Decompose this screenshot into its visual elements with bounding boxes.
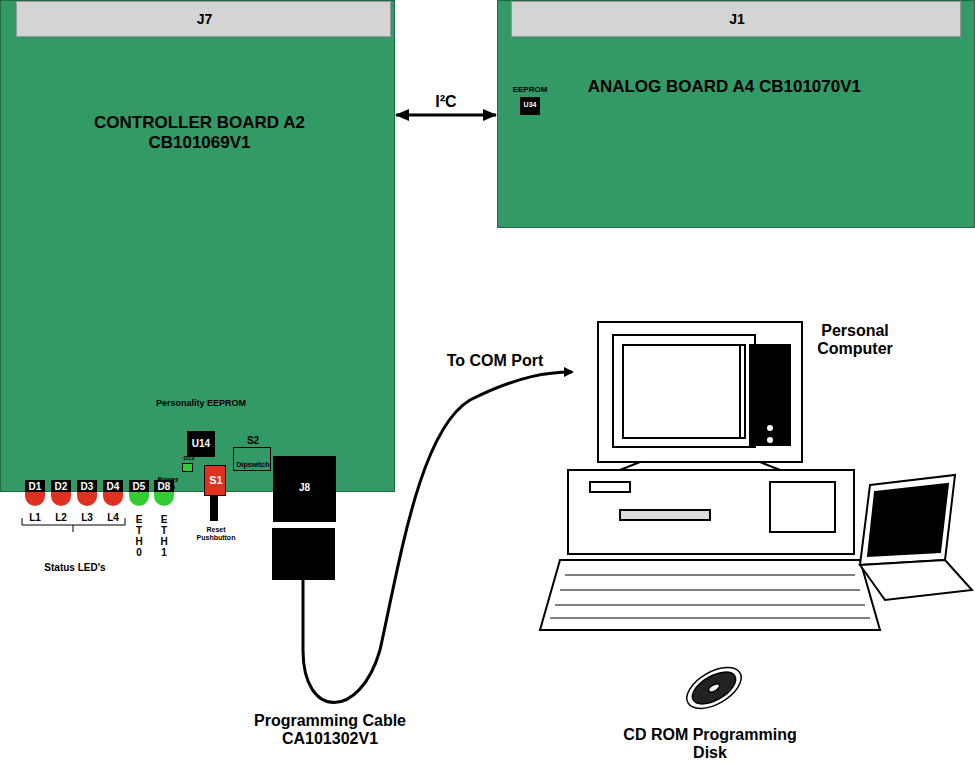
status-led: D3L3 <box>77 480 97 506</box>
pushbutton-stem <box>210 495 218 521</box>
eeprom-chip: EEPROMU34 <box>520 97 540 115</box>
dipswitch: S2Dipswitch <box>233 447 271 471</box>
node-caption: ETH1 <box>159 514 169 558</box>
connector: J1 <box>511 1 961 37</box>
status-led: D2L2 <box>51 480 71 506</box>
analog-board: ANALOG BOARD A4 CB101070V1J1EEPROMU34 <box>497 0 975 228</box>
node-label: J7 <box>17 11 392 27</box>
eeprom-chip: Personality EEPROMU14 <box>187 431 215 457</box>
connector: J8 <box>273 456 336 522</box>
cable-label: Programming Cable CA101302V1 <box>240 712 420 749</box>
power-led: D12Power LED <box>182 463 193 472</box>
cd-rom <box>680 659 748 717</box>
node-caption: U14 <box>187 438 215 450</box>
status-led: D4L4 <box>103 480 123 506</box>
node-label: J8 <box>273 482 336 494</box>
node-label: D8 <box>154 481 174 493</box>
node-caption: L4 <box>103 512 123 524</box>
bus-label: I²C <box>433 93 458 111</box>
node-label: EEPROM <box>508 85 552 94</box>
node-caption: L1 <box>25 512 45 524</box>
node-label: D5 <box>129 481 149 493</box>
device-label: Personal Computer <box>800 322 910 359</box>
node-caption: ETH0 <box>134 514 144 558</box>
node-label: J1 <box>512 11 962 27</box>
node-caption: L3 <box>77 512 97 524</box>
node-caption: Reset Pushbutton <box>189 526 243 542</box>
port-label: To COM Port <box>420 352 570 370</box>
node-label: CONTROLLER BOARD A2 CB101069V1 <box>67 113 332 152</box>
cable-plug <box>272 528 335 580</box>
node-label: D2 <box>51 481 71 493</box>
node-label: S1 <box>205 474 227 487</box>
bus-arrow <box>396 114 496 117</box>
node-label: D12 <box>180 455 198 462</box>
node-label: D4 <box>103 481 123 493</box>
group-label: Status LED's <box>30 562 120 574</box>
node-label: D3 <box>77 481 97 493</box>
node-label: ANALOG BOARD A4 CB101070V1 <box>586 77 862 97</box>
node-caption: U34 <box>520 101 540 109</box>
personal-computer <box>540 322 972 630</box>
disk-label: CD ROM Programming Disk <box>615 726 805 763</box>
controller-board: CONTROLLER BOARD A2 CB101069V1 J7Personal… <box>0 0 395 492</box>
status-led: D1L1 <box>25 480 45 506</box>
connector: J7 <box>16 1 391 37</box>
node-label: S2 <box>234 435 272 447</box>
node-caption: L2 <box>51 512 71 524</box>
node-label: Personality EEPROM <box>151 398 251 408</box>
node-caption: Dipswitch <box>230 461 276 469</box>
node-label: D1 <box>25 481 45 493</box>
status-led: D5ETH0 <box>129 480 149 506</box>
status-led: D8ETH1 <box>154 480 174 506</box>
reset-pushbutton: S1Reset Pushbutton <box>204 465 226 496</box>
